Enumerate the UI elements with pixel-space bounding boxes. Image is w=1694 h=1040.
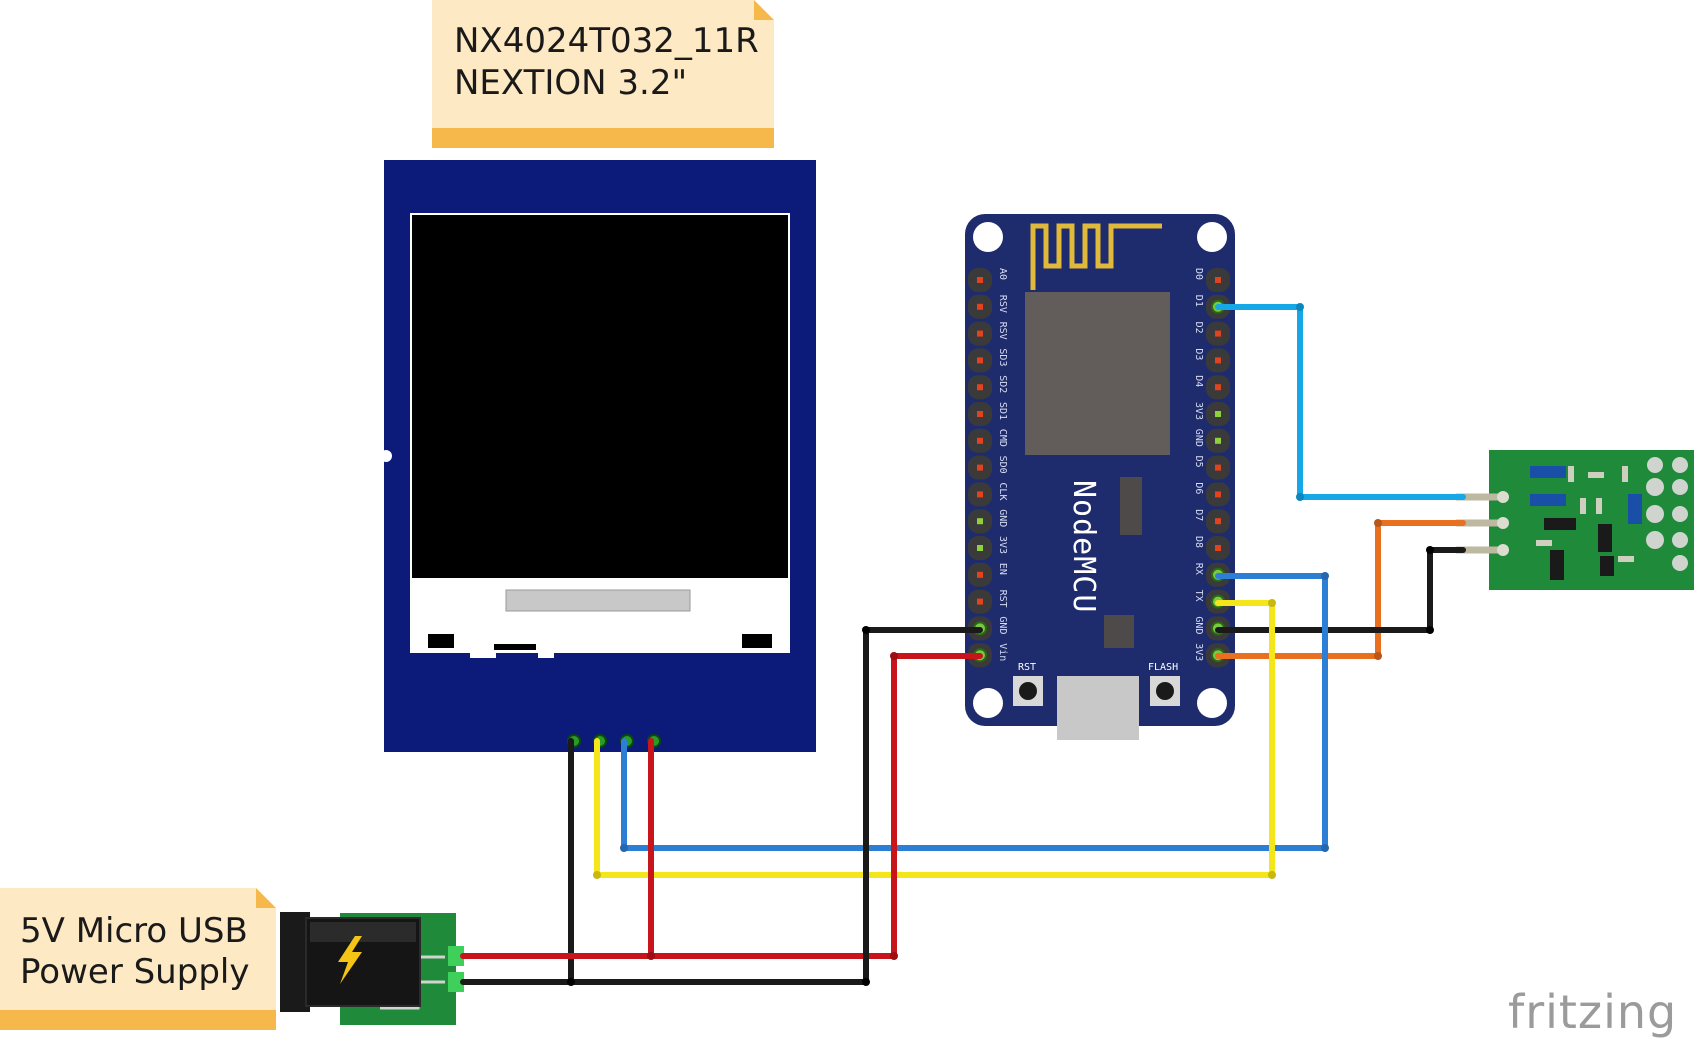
pin-label-left-sd2: SD2 [997,375,1008,393]
pin-left-rsv[interactable] [977,330,983,337]
nodemcu-pin-headers: A0RSVRSVSD3SD2SD1CMDSD0CLKGND3V3ENRSTGND… [968,268,1230,668]
display-flex-cable [505,589,691,612]
pin-label-left-cmd: CMD [997,429,1008,447]
pin-right-d4[interactable] [1215,384,1221,391]
pin-left-sd0[interactable] [977,464,983,471]
pin-label-right-d2: D2 [1193,322,1204,334]
pin-label-right-d3: D3 [1193,348,1204,360]
pin-right-gnd[interactable] [1215,437,1221,444]
rf-module[interactable] [1456,450,1694,590]
nodemcu-title: NodeMCU [1066,480,1101,613]
wire-gnd-rf[interactable] [1215,547,1466,633]
rst-button[interactable] [1013,676,1043,706]
pin-label-left-sd0: SD0 [997,456,1008,474]
pin-right-3v3[interactable] [1215,411,1221,417]
display-note-line2: NEXTION 3.2" [454,63,687,103]
pin-label-left-sd3: SD3 [997,348,1008,366]
pin-label-right-rx: RX [1193,563,1204,575]
lightning-icon [338,936,362,984]
display-screen [412,215,788,578]
power-note[interactable]: 5V Micro USB Power Supply [0,888,276,1030]
pin-label-right-d5: D5 [1193,456,1204,468]
nodemcu-mount-hole [1197,222,1227,252]
wire-3v3-rf[interactable] [1215,520,1466,659]
pin-label-left-vin: Vin [997,643,1008,661]
pin-label-left-3v3: 3V3 [997,536,1008,554]
rst-button-label: RST [1018,662,1036,673]
pin-right-d3[interactable] [1215,357,1221,364]
flash-button-label: FLASH [1148,662,1178,673]
nextion-display[interactable] [380,160,816,752]
nodemcu-chip [1120,477,1142,535]
pin-left-a0[interactable] [977,277,983,283]
display-note[interactable]: NX4024T032_11R NEXTION 3.2" [432,0,774,148]
pin-left-en[interactable] [977,571,983,578]
pin-left-rst[interactable] [977,598,983,605]
pin-left-sd1[interactable] [977,411,983,417]
esp-module-shield [1025,292,1170,455]
pin-label-right-d4: D4 [1193,375,1204,387]
pin-label-right-d7: D7 [1193,509,1204,521]
pin-label-right-3v3: 3V3 [1193,402,1204,420]
rf-module-pcb [1489,450,1694,590]
pin-right-d7[interactable] [1215,518,1221,525]
pin-label-left-clk: CLK [997,482,1008,500]
rst-button-cap[interactable] [1019,682,1037,700]
pin-label-right-d1: D1 [1193,295,1204,307]
nodemcu-chip [1104,615,1134,648]
pin-label-left-gnd: GND [997,616,1008,634]
wire-bend-points [567,303,1434,986]
pin-label-left-rsv: RSV [997,295,1008,313]
pin-label-left-gnd: GND [997,509,1008,527]
pin-label-right-3v3: 3V3 [1193,643,1204,661]
flash-button[interactable] [1150,676,1180,706]
pin-right-d8[interactable] [1215,545,1221,551]
wires [460,303,1466,986]
pin-label-right-tx: TX [1193,590,1204,602]
pin-label-right-d8: D8 [1193,536,1204,548]
display-note-line1: NX4024T032_11R [454,21,759,61]
pin-label-right-gnd: GND [1193,429,1204,447]
power-note-line1: 5V Micro USB [20,911,248,951]
pin-label-left-sd1: SD1 [997,402,1008,420]
display-mount-hole [380,450,392,462]
wire-vin-power[interactable] [460,653,983,959]
flash-button-cap[interactable] [1156,682,1174,700]
pin-label-left-a0: A0 [997,268,1008,280]
power-supply-jack[interactable] [280,912,464,1025]
power-note-line2: Power Supply [20,952,249,992]
pin-left-3v3[interactable] [977,545,983,551]
pin-right-d6[interactable] [1215,491,1221,498]
pin-right-d2[interactable] [1215,330,1221,337]
pin-left-sd2[interactable] [977,384,983,391]
nodemcu-mount-hole [1197,688,1227,718]
pin-right-d0[interactable] [1215,277,1221,283]
pin-left-clk[interactable] [977,491,983,498]
rf-module-terminals [1646,457,1688,571]
antenna-trace [1030,223,1162,290]
pin-left-sd3[interactable] [977,357,983,364]
wire-gnd-power[interactable] [460,627,983,985]
pin-label-right-gnd: GND [1193,616,1204,634]
pin-label-left-rst: RST [997,590,1008,608]
wire-d1-signal[interactable] [1215,304,1466,500]
pin-label-left-en: EN [997,563,1008,575]
pin-label-right-d0: D0 [1193,268,1204,280]
pin-left-cmd[interactable] [977,437,983,444]
pin-left-rsv[interactable] [977,303,983,310]
fritzing-logo: fritzing [1508,985,1677,1039]
nodemcu-mount-hole [973,222,1003,252]
pin-label-left-rsv: RSV [997,322,1008,340]
pin-left-gnd[interactable] [977,518,983,525]
nodemcu-mount-hole [973,688,1003,718]
pin-label-right-d6: D6 [1193,482,1204,494]
micro-usb-port [1057,676,1139,740]
pin-right-d5[interactable] [1215,464,1221,471]
